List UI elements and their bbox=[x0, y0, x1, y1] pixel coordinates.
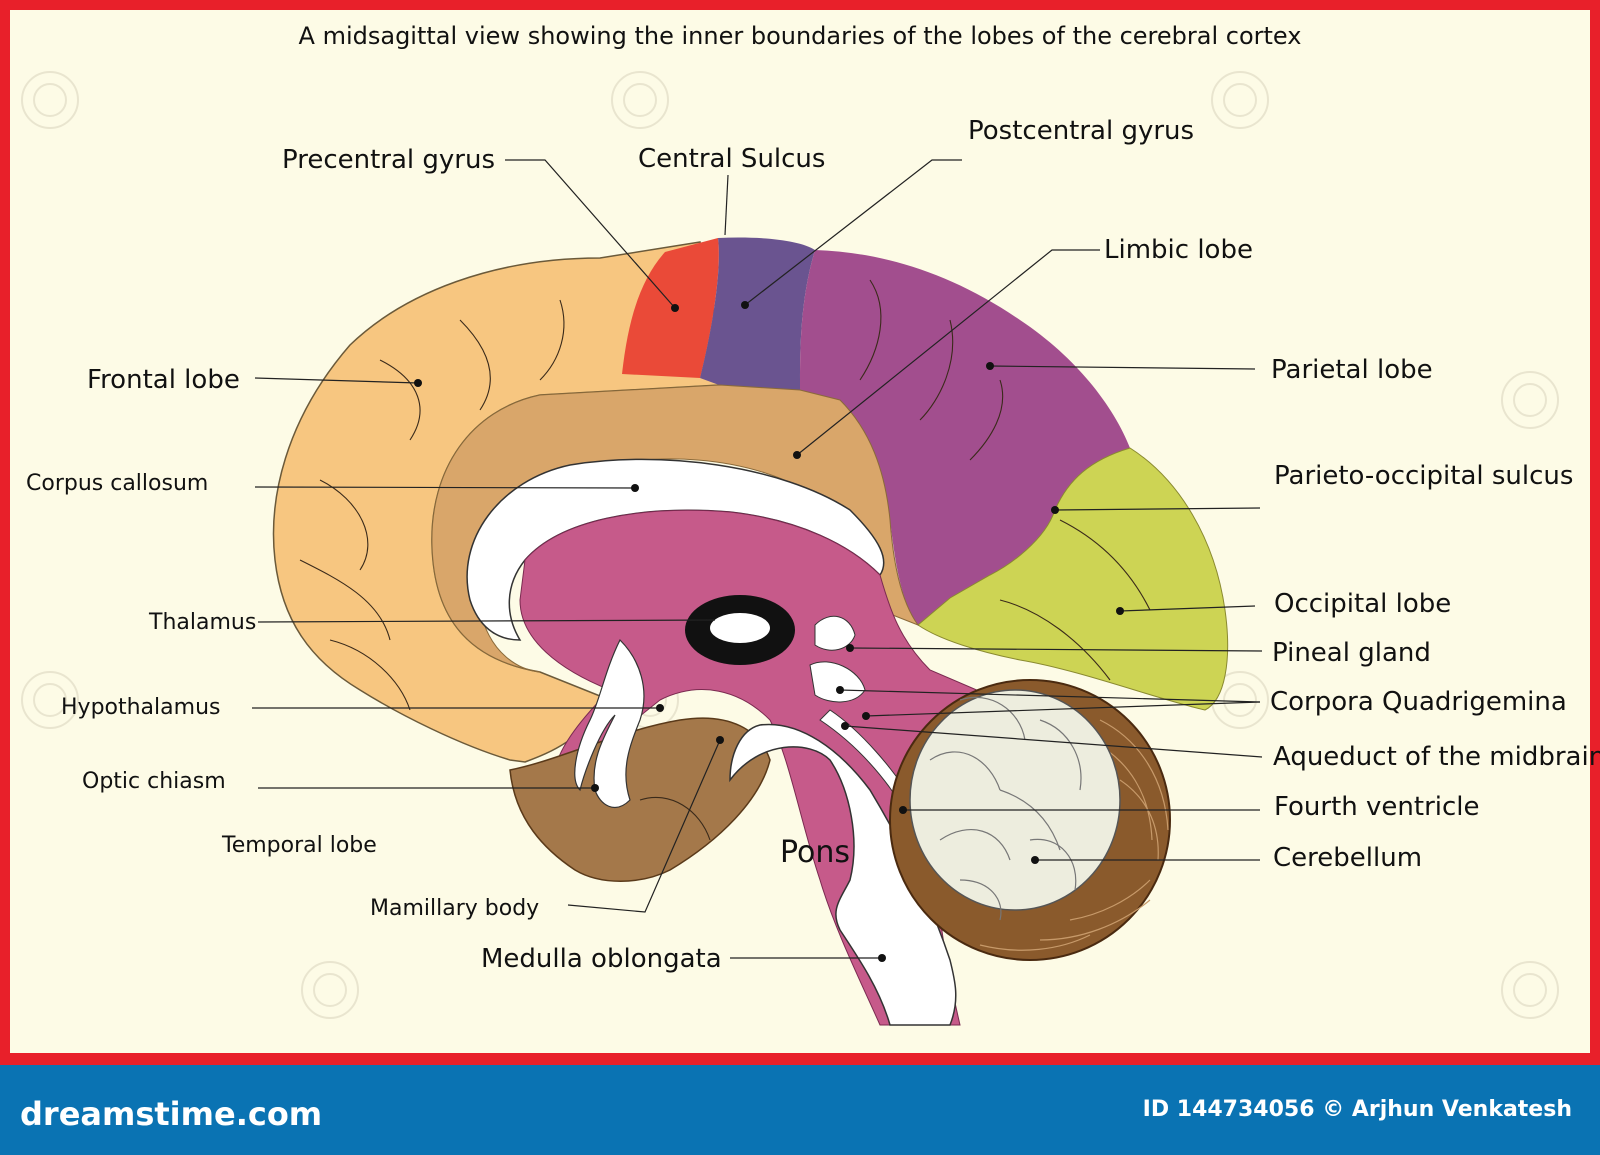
label-optic-chiasm: Optic chiasm bbox=[82, 769, 226, 794]
label-aqueduct-of-the-midbrain: Aqueduct of the midbrain bbox=[1273, 742, 1600, 772]
label-pineal-gland: Pineal gland bbox=[1272, 638, 1431, 668]
image-credit: ID 144734056 © Arjhun Venkatesh bbox=[1142, 1097, 1572, 1122]
label-mamillary-body: Mamillary body bbox=[370, 896, 539, 921]
leader-dots bbox=[414, 301, 1124, 962]
label-corpora-quadrigemina: Corpora Quadrigemina bbox=[1270, 687, 1567, 717]
label-parietal-lobe: Parietal lobe bbox=[1271, 355, 1433, 385]
label-medulla-oblongata: Medulla oblongata bbox=[481, 944, 722, 974]
cerebellum-inner bbox=[909, 689, 1121, 911]
label-fourth-ventricle: Fourth ventricle bbox=[1274, 792, 1480, 822]
label-corpus-callosum: Corpus callosum bbox=[26, 471, 208, 496]
label-limbic-lobe: Limbic lobe bbox=[1104, 235, 1253, 265]
brain-diagram: Precentral gyrus Central Sulcus Postcent… bbox=[21, 71, 1600, 1026]
gyri-lines bbox=[299, 279, 1151, 841]
thalamus-center bbox=[710, 613, 770, 643]
label-hypothalamus: Hypothalamus bbox=[61, 695, 220, 720]
cerebellum-arbor bbox=[929, 696, 1082, 921]
label-precentral-gyrus: Precentral gyrus bbox=[282, 145, 495, 175]
footer-bar bbox=[0, 1065, 1600, 1155]
leader-lines bbox=[252, 159, 1263, 959]
label-occipital-lobe: Occipital lobe bbox=[1274, 589, 1451, 619]
postcentral-gyrus-region bbox=[700, 237, 815, 400]
label-parieto-occipital-sulcus: Parieto-occipital sulcus bbox=[1274, 461, 1573, 491]
corpora-shape bbox=[809, 661, 866, 703]
precentral-gyrus-region bbox=[622, 238, 719, 378]
label-frontal-lobe: Frontal lobe bbox=[87, 365, 240, 395]
label-central-sulcus: Central Sulcus bbox=[638, 144, 825, 174]
label-cerebellum: Cerebellum bbox=[1273, 843, 1422, 873]
label-thalamus: Thalamus bbox=[148, 610, 256, 635]
brand-logo-text[interactable]: dreamstime.com bbox=[20, 1095, 323, 1133]
label-postcentral-gyrus: Postcentral gyrus bbox=[968, 116, 1194, 146]
diagram-title: A midsagittal view showing the inner bou… bbox=[298, 22, 1302, 50]
pons-region bbox=[729, 723, 957, 1026]
cerebellum-folia bbox=[979, 719, 1169, 951]
label-temporal-lobe: Temporal lobe bbox=[221, 833, 377, 858]
pineal-shape bbox=[814, 615, 856, 651]
label-pons: Pons bbox=[780, 835, 850, 870]
parietal-lobe-region bbox=[800, 250, 1130, 625]
diagram-frame bbox=[0, 0, 1600, 1065]
optic-region bbox=[574, 638, 645, 808]
